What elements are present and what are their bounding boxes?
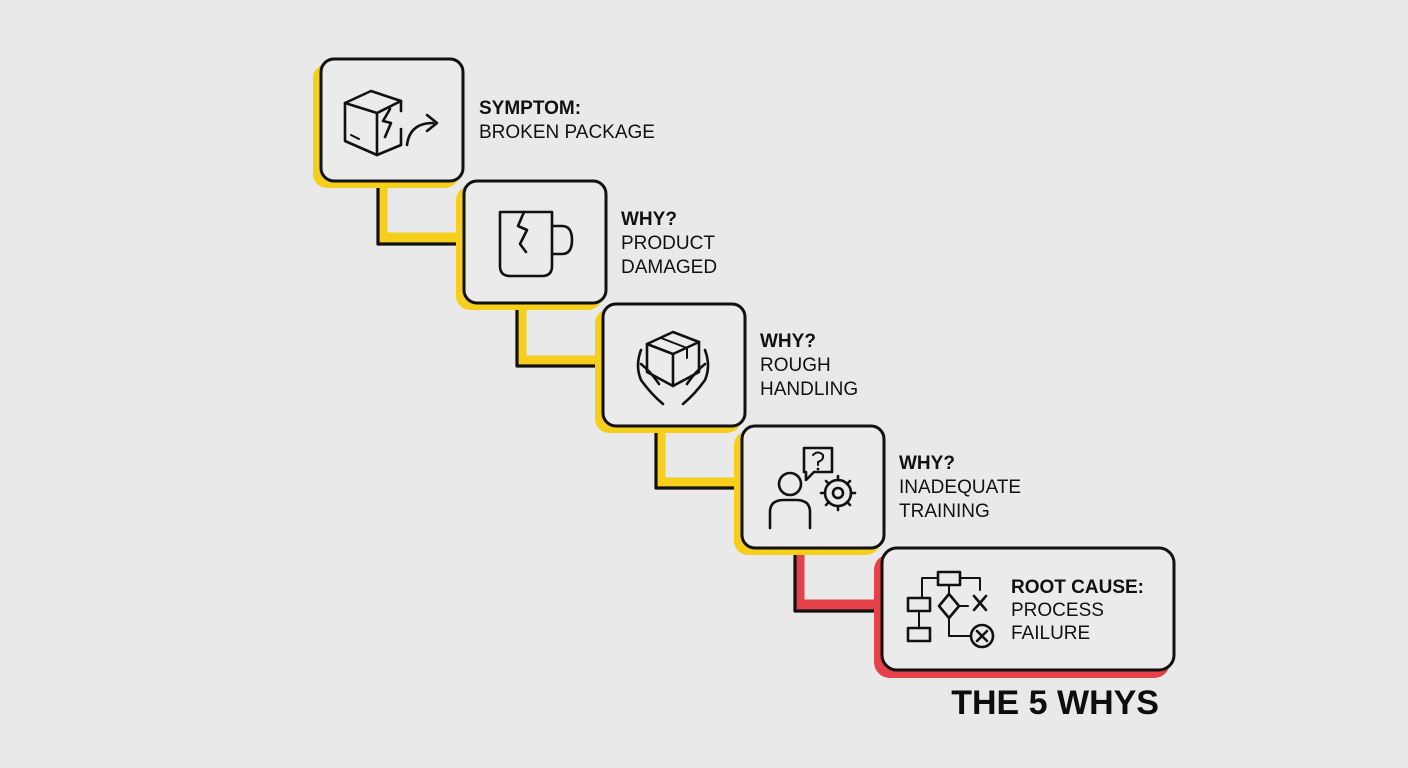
step-2-box (462, 179, 608, 305)
diagram-title: THE 5 WHYS (951, 684, 1159, 722)
step-5-text-line-2: FAILURE (1011, 623, 1090, 644)
step-1-title: SYMPTOM: (479, 98, 581, 119)
broken-box-icon (343, 89, 439, 157)
step-boxes (313, 57, 1176, 678)
step-3-title: WHY? (760, 331, 816, 352)
process-flowchart-error-icon (906, 570, 995, 649)
connector-4-5 (793, 548, 884, 611)
step-4-box (740, 424, 886, 550)
step-2-text-line-1: PRODUCT (621, 233, 715, 254)
step-5-title: ROOT CAUSE: (1011, 577, 1144, 598)
step-3-text-line-2: HANDLING (760, 379, 858, 400)
step-4-title: WHY? (899, 453, 955, 474)
connector-1-2 (376, 182, 468, 244)
step-4-text-line-2: TRAINING (899, 501, 990, 522)
hands-holding-box-icon (636, 330, 710, 406)
step-4-text-line-1: INADEQUATE (899, 477, 1021, 498)
step-1-text-line-1: BROKEN PACKAGE (479, 122, 655, 143)
step-labels: SYMPTOM: BROKEN PACKAGE WHY? PRODUCT DAM… (479, 98, 1144, 644)
connectors (376, 182, 884, 613)
connector-3-4 (654, 426, 745, 489)
person-question-gear-icon (768, 446, 857, 530)
step-3-text-line-1: ROUGH (760, 355, 831, 376)
step-2-title: WHY? (621, 209, 677, 230)
cracked-mug-icon (498, 210, 574, 278)
step-5-text-line-1: PROCESS (1011, 600, 1104, 621)
step-5-box (880, 546, 1176, 672)
step-1-box (319, 57, 465, 183)
step-2-text-line-2: DAMAGED (621, 257, 717, 278)
connector-2-3 (515, 303, 606, 367)
